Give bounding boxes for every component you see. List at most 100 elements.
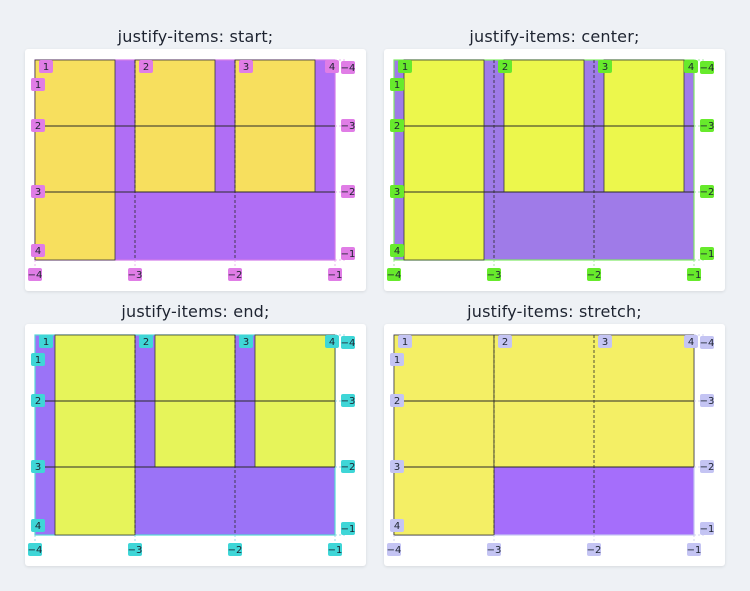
row-line-label-left-text: 1 [35, 80, 41, 91]
column-line-label-bottom: −1 [328, 268, 343, 281]
row-line-label-left: 3 [31, 460, 45, 473]
column-line-label-top: 4 [684, 335, 698, 348]
row-line-label-right-text: −2 [700, 462, 715, 473]
row-line-label-right: −2 [700, 185, 714, 198]
column-line-label-bottom-text: −2 [587, 545, 602, 556]
row-line-label-right-bg [700, 247, 714, 260]
row-line-label-left-text: 4 [35, 521, 41, 532]
row-line-label-left-bg [390, 119, 404, 132]
column-line-label-top-bg [398, 60, 412, 73]
column-line-label-bottom-text: −3 [128, 270, 143, 281]
column-line-label-bottom-bg [387, 268, 401, 281]
row-line-label-left-text: 2 [394, 121, 400, 132]
row-line-label-left: 4 [31, 244, 45, 257]
column-line-label-bottom-bg [487, 543, 501, 556]
panel-title-end: justify-items: end; [121, 302, 270, 321]
row-line-label-left-text: 3 [394, 462, 400, 473]
row-line-label-right-bg [341, 394, 355, 407]
column-line-label-top-text: 3 [602, 62, 608, 73]
column-line-label-top: 3 [598, 335, 612, 348]
column-line-label-top-bg [325, 335, 339, 348]
column-line-label-bottom-bg [587, 543, 601, 556]
row-line-label-right-text: −3 [341, 396, 356, 407]
row-line-label-right: −3 [700, 394, 714, 407]
row-line-label-right-bg [700, 61, 714, 74]
column-line-label-bottom-text: −1 [328, 270, 343, 281]
column-line-label-top: 2 [139, 60, 153, 73]
column-line-label-bottom-text: −3 [487, 270, 502, 281]
row-line-label-right-text: −2 [341, 462, 356, 473]
row-line-label-left-bg [390, 353, 404, 366]
column-line-label-bottom-bg [687, 268, 701, 281]
column-line-label-bottom-text: −1 [687, 545, 702, 556]
row-line-label-right: −1 [341, 247, 355, 260]
row-line-label-right-bg [341, 247, 355, 260]
row-line-label-right-text: −3 [700, 121, 715, 132]
row-line-label-right-text: −1 [341, 524, 356, 535]
column-line-label-bottom-bg [328, 543, 342, 556]
row-line-label-left: 2 [390, 119, 404, 132]
row-line-label-left-bg [31, 460, 45, 473]
row-line-label-right-bg [700, 522, 714, 535]
row-line-label-left-text: 4 [394, 246, 400, 257]
row-line-label-right-bg [341, 336, 355, 349]
column-line-label-bottom: −1 [687, 268, 701, 281]
row-line-label-left-bg [390, 78, 404, 91]
row-line-label-right-bg [700, 460, 714, 473]
row-line-label-left-text: 2 [35, 121, 41, 132]
row-line-label-left: 1 [31, 78, 45, 91]
row-line-label-left-bg [31, 244, 45, 257]
column-line-label-top: 2 [498, 60, 512, 73]
row-line-label-right-bg [341, 522, 355, 535]
column-line-label-bottom-text: −4 [28, 270, 43, 281]
column-line-label-bottom-text: −2 [228, 270, 243, 281]
column-line-label-bottom-text: −4 [387, 270, 402, 281]
row-line-label-left: 1 [390, 353, 404, 366]
column-line-label-top-bg [139, 335, 153, 348]
row-line-label-right-bg [341, 185, 355, 198]
row-line-label-right: −4 [700, 336, 714, 349]
row-line-label-right-bg [700, 394, 714, 407]
row-line-label-right: −3 [341, 394, 356, 407]
column-line-label-top-text: 1 [43, 337, 49, 348]
row-line-label-right-bg [700, 119, 714, 132]
row-line-label-right-text: −1 [700, 524, 715, 535]
row-line-label-left: 4 [31, 519, 45, 532]
grid-item [34, 59, 116, 261]
row-line-label-right-text: −2 [341, 187, 356, 198]
row-line-label-right: −2 [341, 460, 356, 473]
column-line-label-bottom: −4 [387, 268, 402, 281]
row-line-label-left-text: 3 [394, 187, 400, 198]
column-line-label-bottom: −2 [587, 268, 601, 281]
column-line-label-bottom: −3 [487, 543, 501, 556]
row-line-label-left: 4 [390, 244, 404, 257]
column-line-label-top-bg [498, 335, 512, 348]
column-line-label-bottom-bg [28, 268, 42, 281]
column-line-label-bottom-bg [687, 543, 701, 556]
row-line-label-left-bg [390, 519, 404, 532]
column-line-label-bottom: −4 [28, 268, 43, 281]
row-line-label-left-text: 4 [35, 246, 41, 257]
column-line-label-bottom-text: −3 [128, 545, 143, 556]
row-line-label-left-text: 1 [394, 80, 400, 91]
column-line-label-top: 4 [325, 60, 339, 73]
column-line-label-top-text: 4 [329, 62, 335, 73]
column-line-label-top-text: 3 [243, 337, 249, 348]
column-line-label-bottom: −3 [128, 543, 143, 556]
row-line-label-left-text: 3 [35, 187, 41, 198]
row-line-label-right: −3 [341, 119, 355, 132]
column-line-label-bottom: −4 [387, 543, 401, 556]
row-line-label-right-bg [700, 336, 714, 349]
column-line-label-bottom: −1 [687, 543, 702, 556]
column-line-label-top-bg [325, 60, 339, 73]
row-line-label-left-text: 4 [394, 521, 400, 532]
column-line-label-top: 1 [39, 60, 53, 73]
row-line-label-left: 2 [390, 394, 404, 407]
row-line-label-left: 4 [390, 519, 404, 532]
row-line-label-left-bg [390, 244, 404, 257]
column-line-label-top-bg [239, 60, 253, 73]
column-line-label-top-text: 2 [502, 62, 508, 73]
